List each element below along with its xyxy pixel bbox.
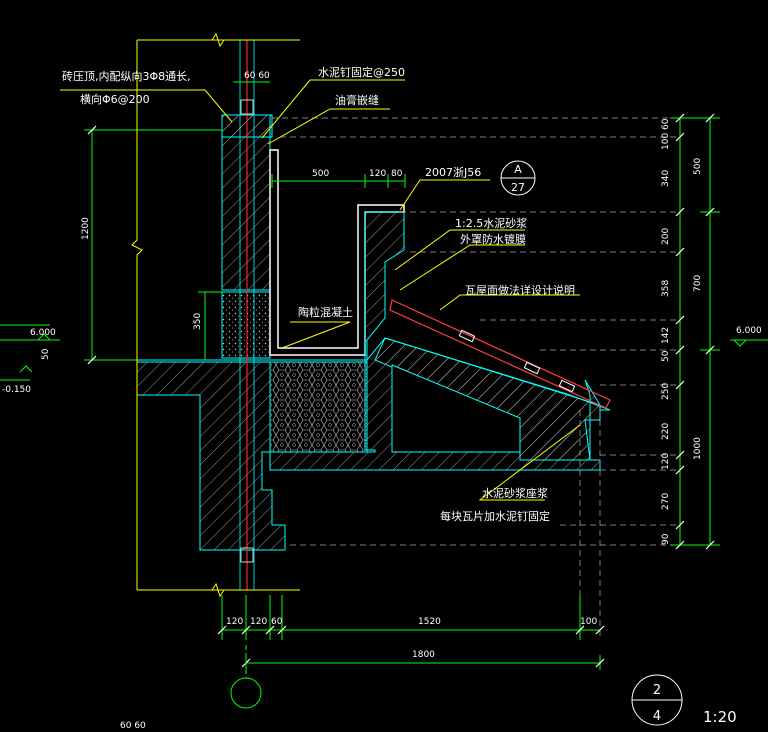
label-mortar: 1:2.5水泥砂浆 [455,216,527,230]
gutter-lining [269,149,405,356]
dim-120a: 120 [369,169,386,179]
section-number: 2 [653,683,661,698]
svg-text:60: 60 [661,118,671,130]
dim-total-1800: 1800 [412,650,435,660]
dim-bottom-120b: 120 [250,617,267,627]
svg-text:90: 90 [661,533,671,545]
label-mortar-bed: 水泥砂浆座浆 [482,486,548,500]
dim-bottom-60: 60 [271,617,283,627]
detail-callout: A 27 [500,160,536,196]
elev-6000: 6.000 [30,328,56,338]
elevation-marks [0,324,768,381]
svg-text:250: 250 [661,383,671,400]
parapet-base-block [221,291,271,359]
callout-top: A [514,163,522,176]
parapet-wall [221,114,271,291]
roof-void [391,364,521,453]
dimension-lines [84,81,720,670]
label-waterproof: 外罩防水镀膜 [460,232,526,246]
section-sheet: 4 [653,709,661,724]
svg-text:220: 220 [661,423,671,440]
callout-bottom: 27 [511,181,525,194]
svg-text:142: 142 [661,327,671,344]
label-tile-roof: 瓦屋面做法详设计说明 [465,283,575,297]
svg-text:120: 120 [661,453,671,470]
svg-text:500: 500 [693,158,703,175]
dim-350: 350 [193,313,203,330]
dimension-ticks [87,113,715,668]
svg-text:340: 340 [661,170,671,187]
svg-text:200: 200 [661,228,671,245]
label-ceramsite: 陶粒混凝土 [298,305,353,319]
svg-text:50: 50 [661,350,671,362]
dim-bottom-100: 100 [580,617,597,627]
svg-text:700: 700 [693,275,703,292]
svg-text:270: 270 [661,493,671,510]
grid-bubble [230,677,262,709]
dim-bottom-1520: 1520 [418,617,441,627]
dim-bottom-120a: 120 [226,617,243,627]
dim-80: 80 [391,169,403,179]
svg-text:100: 100 [661,133,671,150]
dim-50: 50 [41,348,51,360]
right-dim-chain: 60 100 340 200 358 142 50 250 220 120 27… [661,118,703,545]
break-lines [131,32,300,598]
dim-bottom-cut: 60 60 [120,721,146,731]
leaders [60,79,581,501]
elev-neg: -0.150 [2,385,31,395]
svg-text:1000: 1000 [693,437,703,460]
ceramsite-fill [269,361,368,453]
label-oil-paste: 油膏嵌缝 [335,93,379,107]
dim-500: 500 [312,169,329,179]
dim-top-60-60: 60 60 [244,71,270,81]
label-coping-rebar-2: 横向Φ6@200 [80,92,150,106]
elev-6000-right: 6.000 [736,326,762,336]
label-cement-nail: 水泥钉固定@250 [318,65,405,79]
section-symbol: 2 4 1:20 [631,674,737,726]
label-ref-code: 2007浙J56 [425,166,481,179]
svg-text:358: 358 [661,280,671,297]
dim-1200: 1200 [81,217,91,240]
label-tile-nail: 每块瓦片加水泥钉固定 [440,509,550,523]
scale-label: 1:20 [703,708,737,726]
label-coping-rebar-1: 砖压顶,内配纵向3Φ8通长, [62,69,191,83]
